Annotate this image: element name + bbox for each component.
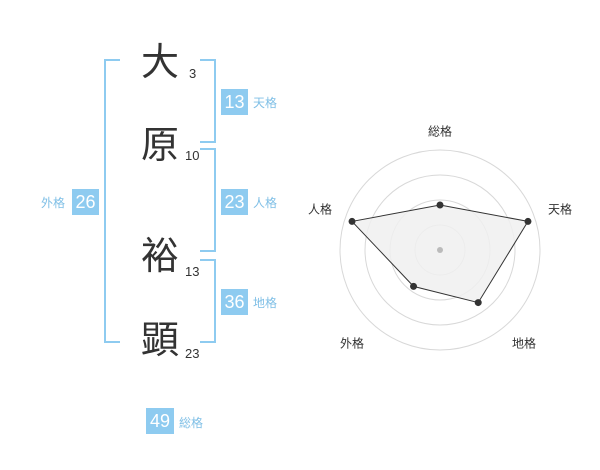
tenkaku-bracket [200,59,216,143]
chikaku-label: 地格 [253,296,278,310]
radar-center-dot [437,247,443,253]
name-char-1: 大 [141,40,180,84]
chikaku-value: 36 [221,289,248,315]
radar-axis-label-4: 外格 [340,336,364,351]
jinkaku-bracket [200,148,216,252]
gaikaku-bracket [104,59,120,343]
radar-series-area [351,204,529,304]
chikaku-bracket [200,259,216,343]
radar-axis-label-5: 人格 [308,202,332,217]
radar-point-1 [436,201,444,209]
tenkaku-value: 13 [221,89,248,115]
jinkaku-value: 23 [221,189,248,215]
jinkaku-label: 人格 [253,196,278,210]
radar-grid-ring-4 [339,149,541,351]
stroke-count-2: 10 [185,148,200,163]
tenkaku-label: 天格 [253,96,278,110]
name-char-4: 顕 [141,318,180,362]
stroke-count-1: 3 [189,66,197,81]
soukaku-value: 49 [146,408,174,434]
radar-axis-label-3: 地格 [512,336,536,351]
stroke-count-3: 13 [185,264,200,279]
radar-point-3 [474,299,482,307]
stroke-count-4: 23 [185,346,200,361]
name-char-3: 裕 [141,234,180,278]
radar-point-2 [524,217,532,225]
radar-axis-label-2: 天格 [548,202,572,217]
radar-point-5 [348,217,356,225]
radar-point-4 [410,282,418,290]
gaikaku-value: 26 [72,189,99,215]
name-char-2: 原 [141,123,180,167]
radar-axis-label-1: 総格 [428,124,452,139]
radar-grid-ring-3 [364,174,516,326]
gaikaku-label: 外格 [41,196,66,210]
soukaku-label: 総格 [179,416,204,430]
